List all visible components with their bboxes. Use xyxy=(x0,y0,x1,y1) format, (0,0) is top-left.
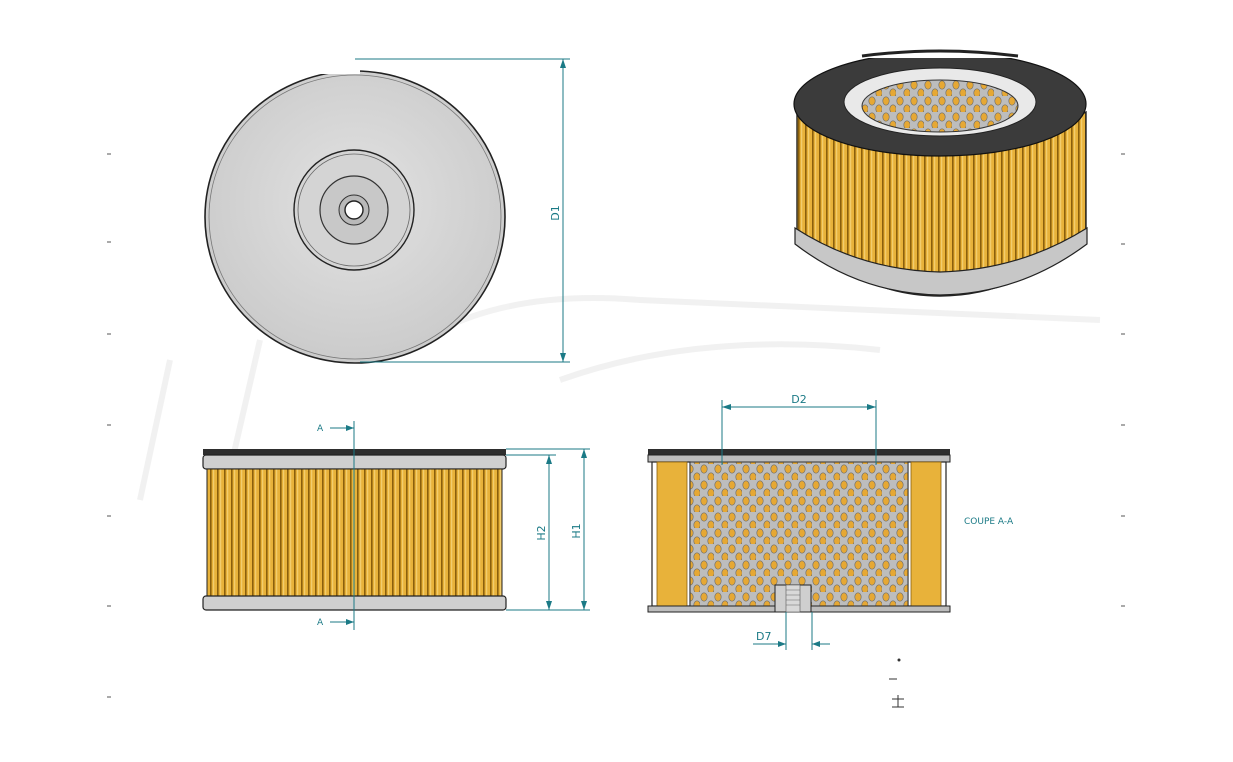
dimension-d2 xyxy=(721,400,877,465)
dimension-d1 xyxy=(355,58,570,363)
section-marker-top: A xyxy=(317,424,324,434)
dimension-h2-label: H2 xyxy=(535,525,548,540)
dimension-d2-label: D2 xyxy=(791,393,806,406)
dimension-d7-label: D7 xyxy=(756,630,771,643)
dimension-h2 xyxy=(506,454,556,611)
top-view xyxy=(204,62,506,364)
isometric-view xyxy=(793,49,1088,297)
section-marker-bottom: A xyxy=(317,618,324,628)
sheet-border-ticks xyxy=(107,153,1125,698)
projection-symbol xyxy=(889,658,904,708)
section-view xyxy=(647,449,951,613)
dimension-h1 xyxy=(506,448,590,611)
dimension-d1-label: D1 xyxy=(549,205,562,220)
section-line-a xyxy=(330,421,355,630)
section-caption: COUPE A-A xyxy=(964,517,1014,527)
dimension-d7 xyxy=(753,612,830,650)
dimension-h1-label: H1 xyxy=(570,523,583,538)
